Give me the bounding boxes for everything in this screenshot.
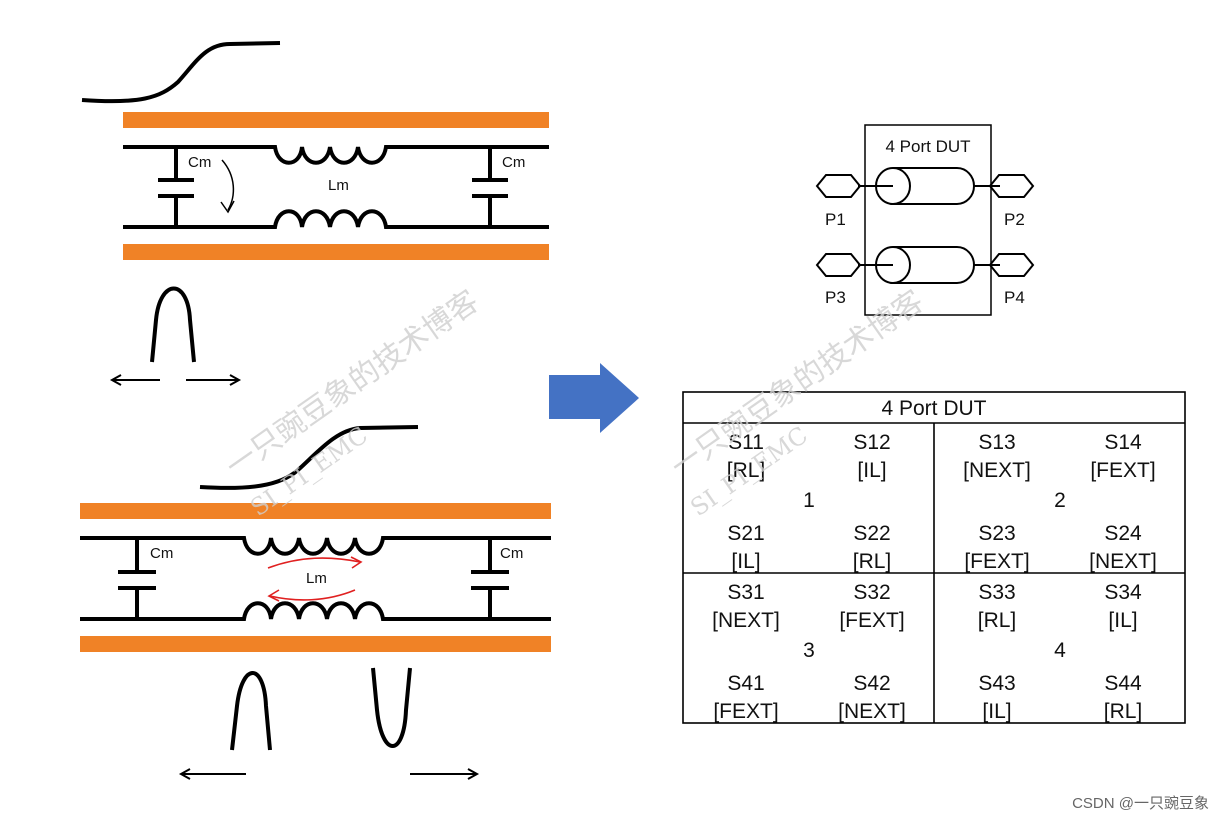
port-label-p1: P1 (825, 210, 846, 229)
s-param-type: [RL] (727, 459, 766, 482)
s-param-name: S21 (727, 522, 764, 545)
s-matrix-quadrant-number: 3 (803, 639, 815, 662)
s-param-type: [FEXT] (713, 700, 778, 723)
port-connector-p1 (815, 174, 862, 198)
bottom-victim-line (80, 601, 551, 621)
port-connector-p3 (815, 253, 862, 277)
top-victim-line (123, 209, 549, 229)
s-param-type: [NEXT] (1089, 550, 1157, 573)
bottom-left-cm-label: Cm (150, 545, 173, 562)
s-param-type: [IL] (982, 700, 1011, 723)
top-left-capacitor (158, 147, 194, 227)
bottom-inductive-coupling-arrows (267, 556, 363, 602)
s-param-type: [NEXT] (838, 700, 906, 723)
dut-box (864, 124, 992, 316)
top-left-cm-label: Cm (188, 154, 211, 171)
port-connector-p2 (988, 174, 1035, 198)
top-right-capacitor (472, 147, 508, 227)
bottom-pulse-arrows (178, 768, 480, 780)
top-capacitive-coupling-arrowhead (220, 200, 235, 214)
s-matrix-quadrant-number: 4 (1054, 639, 1066, 662)
s-matrix-quadrant-1: S11 [RL] S12 [IL] S21 [IL] S22 [RL] 1 (727, 431, 892, 573)
s-param-type: [RL] (853, 550, 892, 573)
s-matrix-quadrant-4: S33 [RL] S34 [IL] S43 [IL] S44 [RL] 4 (978, 581, 1143, 723)
s-param-name: S23 (978, 522, 1015, 545)
s-matrix-quadrant-3: S31 [NEXT] S32 [FEXT] S41 [FEXT] S42 [NEXT] 3 (712, 581, 906, 723)
s-param-type: [FEXT] (964, 550, 1029, 573)
upper-coax-line (858, 167, 1000, 205)
s-param-name: S41 (727, 672, 764, 695)
port-label-p2: P2 (1004, 210, 1025, 229)
s-parameter-matrix: 4 Port DUT S11 [RL] S12 [IL] S21 [IL] S22 [RL] 1… (682, 391, 1186, 724)
s-param-name: S14 (1104, 431, 1142, 454)
bottom-left-capacitor (118, 538, 156, 619)
s-matrix-quadrant-number: 2 (1054, 489, 1066, 512)
s-param-name: S32 (853, 581, 890, 604)
bottom-aggressor-line (80, 536, 551, 556)
s-param-name: S11 (728, 431, 764, 454)
lower-coax-line (858, 246, 1000, 284)
bottom-right-cm-label: Cm (500, 545, 523, 562)
port-connector-p4 (988, 253, 1035, 277)
bottom-lm-label: Lm (306, 570, 327, 587)
s-param-type: [RL] (978, 609, 1017, 632)
top-near-end-pulse (150, 286, 196, 363)
port-label-p4: P4 (1004, 288, 1025, 307)
s-matrix-quadrants: S11[RL]S12[IL]S21[IL]S22[RL]1S13[NEXT]S1… (712, 431, 1157, 723)
s-param-type: [IL] (857, 459, 886, 482)
top-pulse-arrows (109, 374, 242, 386)
top-lm-label: Lm (328, 177, 349, 194)
s-param-type: [NEXT] (712, 609, 780, 632)
s-param-name: S34 (1104, 581, 1142, 604)
s-matrix-title: 4 Port DUT (881, 397, 986, 420)
s-param-type: [RL] (1104, 700, 1143, 723)
s-matrix-quadrant-2: S13 [NEXT] S14 [FEXT] S23 [FEXT] S24 [NEXT] 2 (963, 431, 1157, 573)
s-param-name: S24 (1104, 522, 1142, 545)
s-matrix-quadrant-number: 1 (803, 489, 815, 512)
four-port-dut-schematic: 4 Port DUT P1 P2 P3 P4 (815, 124, 1035, 316)
s-param-type: [FEXT] (1090, 459, 1155, 482)
bottom-orange-plane-upper (80, 503, 551, 519)
top-right-cm-label: Cm (502, 154, 525, 171)
csdn-watermark: CSDN @一只豌豆象 (1072, 795, 1209, 812)
bottom-coupling-circuit: Cm Cm Lm (80, 425, 551, 780)
s-param-type: [IL] (1108, 609, 1137, 632)
top-aggressor-line (123, 145, 549, 165)
bottom-right-capacitor (471, 538, 509, 619)
bottom-orange-plane-lower (80, 636, 551, 652)
s-param-name: S43 (978, 672, 1015, 695)
s-param-type: [NEXT] (963, 459, 1031, 482)
s-param-name: S33 (978, 581, 1015, 604)
bottom-near-end-pulse (230, 671, 272, 751)
port-label-p3: P3 (825, 288, 846, 307)
top-orange-plane-lower (123, 244, 549, 260)
transition-arrow (549, 363, 639, 433)
s-param-name: S13 (978, 431, 1015, 454)
s-param-name: S12 (853, 431, 890, 454)
s-param-name: S44 (1104, 672, 1142, 695)
s-param-type: [IL] (731, 550, 760, 573)
bottom-far-end-pulse (371, 667, 412, 748)
bottom-rising-edge-waveform (199, 425, 419, 490)
top-coupling-circuit: Cm Cm Lm (81, 41, 549, 386)
top-rising-edge-waveform (81, 41, 281, 104)
s-param-type: [FEXT] (839, 609, 904, 632)
dut-title: 4 Port DUT (885, 137, 970, 156)
top-orange-plane-upper (123, 112, 549, 128)
s-param-name: S31 (727, 581, 764, 604)
s-param-name: S42 (853, 672, 890, 695)
top-capacitive-coupling-arrow (221, 159, 235, 211)
s-param-name: S22 (853, 522, 890, 545)
